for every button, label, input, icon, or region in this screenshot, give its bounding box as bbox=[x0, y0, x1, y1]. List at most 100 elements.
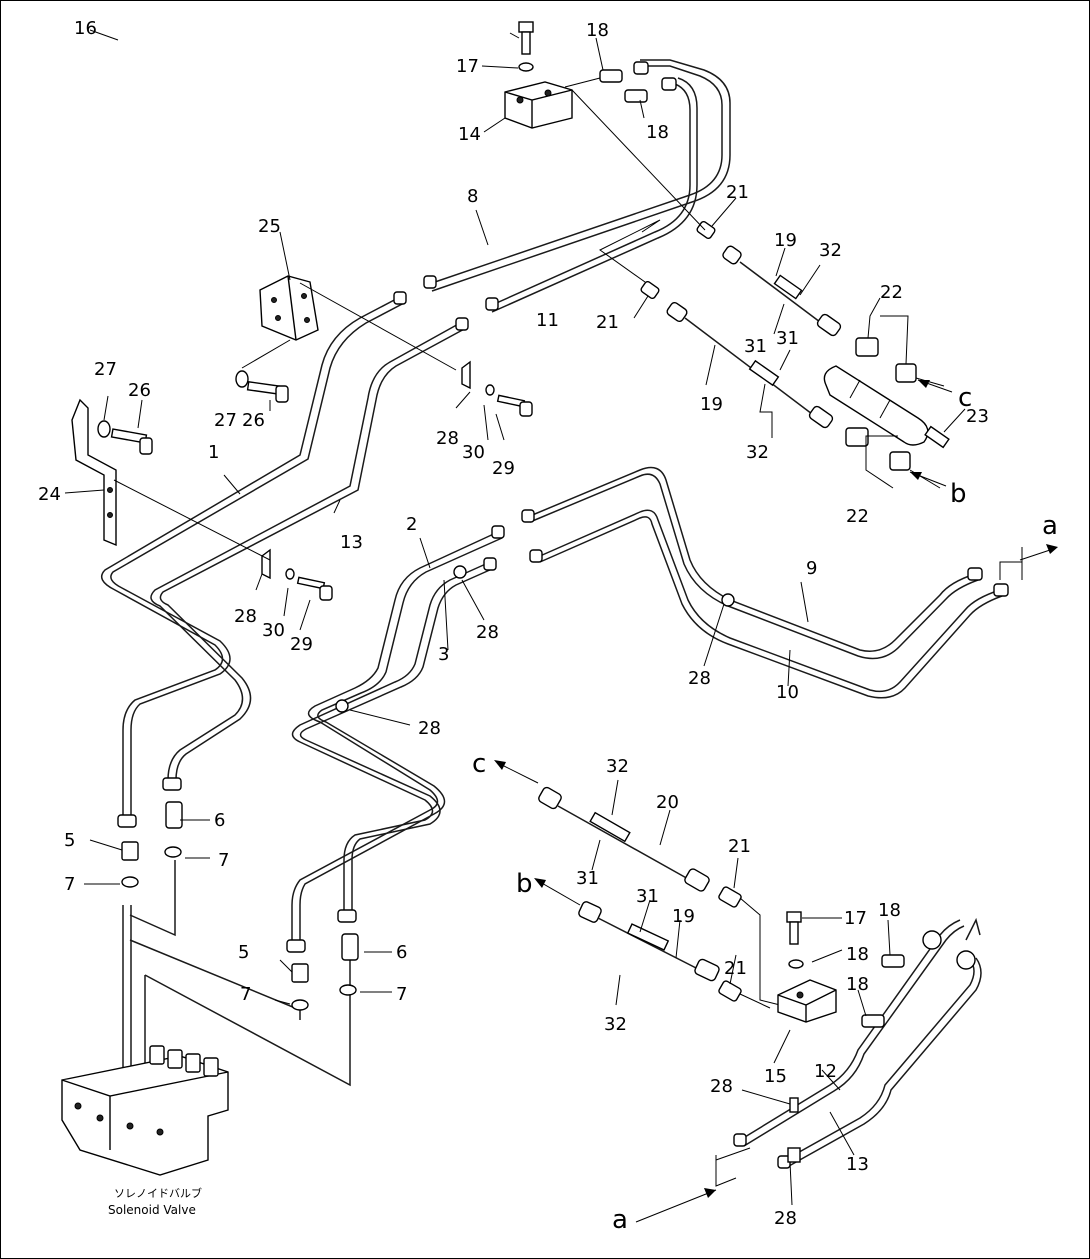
callout-label: 2 bbox=[406, 514, 417, 535]
callout-label: 31 bbox=[744, 336, 767, 357]
port-letter-a: a bbox=[612, 1205, 628, 1235]
callout-label: 21 bbox=[596, 312, 619, 333]
callout-label: 3 bbox=[438, 644, 449, 665]
manifold-block-14 bbox=[504, 81, 573, 129]
fittings-5-6-7 bbox=[121, 801, 359, 1011]
pipe-fittings bbox=[117, 275, 1009, 1169]
pipe-8 bbox=[431, 59, 731, 292]
callout-label: 29 bbox=[492, 458, 515, 479]
callout-label: 6 bbox=[396, 942, 407, 963]
port-letters: a a b b c c bbox=[472, 383, 1058, 1235]
callout-label: 30 bbox=[462, 442, 485, 463]
callout-label: 7 bbox=[64, 874, 75, 895]
callout-label: 5 bbox=[238, 942, 249, 963]
callout-label: 7 bbox=[396, 984, 407, 1005]
pipe-12 bbox=[739, 919, 965, 1147]
adapters-21-lower bbox=[718, 886, 781, 1009]
callout-label: 19 bbox=[700, 394, 723, 415]
callout-label: 18 bbox=[586, 20, 609, 41]
callout-label: 32 bbox=[604, 1014, 627, 1035]
callout-label: 32 bbox=[606, 756, 629, 777]
callout-label: 26 bbox=[242, 410, 265, 431]
callout-label: 17 bbox=[456, 56, 479, 77]
callout-label: 19 bbox=[774, 230, 797, 251]
washer-17 bbox=[518, 62, 534, 72]
elbow-fittings-18 bbox=[599, 61, 905, 1028]
callout-label: 28 bbox=[710, 1076, 733, 1097]
pipe-10 bbox=[539, 509, 1003, 699]
hose-20-upper bbox=[666, 301, 834, 429]
callout-label: 13 bbox=[846, 1154, 869, 1175]
pipe-13 bbox=[784, 957, 982, 1167]
callout-label: 20 bbox=[656, 792, 679, 813]
callout-label: 28 bbox=[774, 1208, 797, 1229]
callout-label: 10 bbox=[776, 682, 799, 703]
callout-label: 18 bbox=[878, 900, 901, 921]
callout-label: 22 bbox=[880, 282, 903, 303]
callout-label: 32 bbox=[746, 442, 769, 463]
callout-label: 31 bbox=[776, 328, 799, 349]
callout-labels: 16 17 18 18 14 8 21 19 32 22 25 11 21 31… bbox=[38, 18, 989, 1229]
pipe-1 bbox=[100, 296, 407, 815]
callout-label: 14 bbox=[458, 124, 481, 145]
port-arrows bbox=[494, 379, 1058, 1223]
callout-label: 31 bbox=[576, 868, 599, 889]
callout-label: 28 bbox=[234, 606, 257, 627]
callout-label: 9 bbox=[806, 558, 817, 579]
pipe-3 bbox=[291, 562, 493, 910]
callout-label: 16 bbox=[74, 18, 97, 39]
callout-label: 8 bbox=[467, 186, 478, 207]
callout-label: 28 bbox=[688, 668, 711, 689]
callout-label: 28 bbox=[476, 622, 499, 643]
pipe-4 bbox=[150, 321, 469, 781]
callout-label: 29 bbox=[290, 634, 313, 655]
bolt-16-lower bbox=[786, 911, 802, 945]
callout-label: 13 bbox=[340, 532, 363, 553]
hose-20-lower bbox=[538, 786, 710, 892]
callout-label: 30 bbox=[262, 620, 285, 641]
washer-17-lower bbox=[788, 959, 804, 969]
callout-label: 11 bbox=[536, 310, 559, 331]
callout-label: 12 bbox=[814, 1061, 837, 1082]
pipe-end-eyes bbox=[922, 917, 981, 970]
callout-label: 21 bbox=[726, 182, 749, 203]
caption-english: Solenoid Valve bbox=[108, 1203, 196, 1217]
callout-label: 6 bbox=[214, 810, 225, 831]
hose-19-lower bbox=[578, 901, 720, 982]
accumulator-23 bbox=[823, 365, 950, 449]
callout-label: 26 bbox=[128, 380, 151, 401]
adapters-21-upper bbox=[640, 220, 716, 300]
callout-label: 19 bbox=[672, 906, 695, 927]
clamps-28 bbox=[261, 360, 801, 1163]
callout-label: 25 bbox=[258, 216, 281, 237]
callout-label: 18 bbox=[846, 944, 869, 965]
port-letter-b: b bbox=[516, 869, 533, 899]
callout-label: 32 bbox=[819, 240, 842, 261]
callout-label: 23 bbox=[966, 406, 989, 427]
port-letter-c: c bbox=[472, 749, 486, 779]
callout-label: 7 bbox=[218, 850, 229, 871]
callout-label: 7 bbox=[240, 984, 251, 1005]
bolts-26-27 bbox=[97, 370, 289, 455]
callout-label: 15 bbox=[764, 1066, 787, 1087]
port-letter-b: b bbox=[950, 479, 967, 509]
callout-label: 1 bbox=[208, 442, 219, 463]
hose-19-upper bbox=[722, 245, 842, 337]
callout-label: 27 bbox=[94, 359, 117, 380]
valves-22 bbox=[845, 337, 917, 471]
manifold-block-15 bbox=[777, 979, 837, 1023]
callout-label: 21 bbox=[724, 958, 747, 979]
callout-label: 24 bbox=[38, 484, 61, 505]
callout-label: 21 bbox=[728, 836, 751, 857]
callout-label: 31 bbox=[636, 886, 659, 907]
bolt-16 bbox=[518, 21, 534, 55]
port-letter-a: a bbox=[1042, 511, 1058, 541]
callout-label: 18 bbox=[646, 122, 669, 143]
caption-japanese: ソレノイドバルブ bbox=[114, 1186, 202, 1200]
callout-label: 28 bbox=[418, 718, 441, 739]
leader-lines bbox=[64, 29, 1023, 1206]
callout-label: 18 bbox=[846, 974, 869, 995]
callout-label: 28 bbox=[436, 428, 459, 449]
callout-label: 5 bbox=[64, 830, 75, 851]
